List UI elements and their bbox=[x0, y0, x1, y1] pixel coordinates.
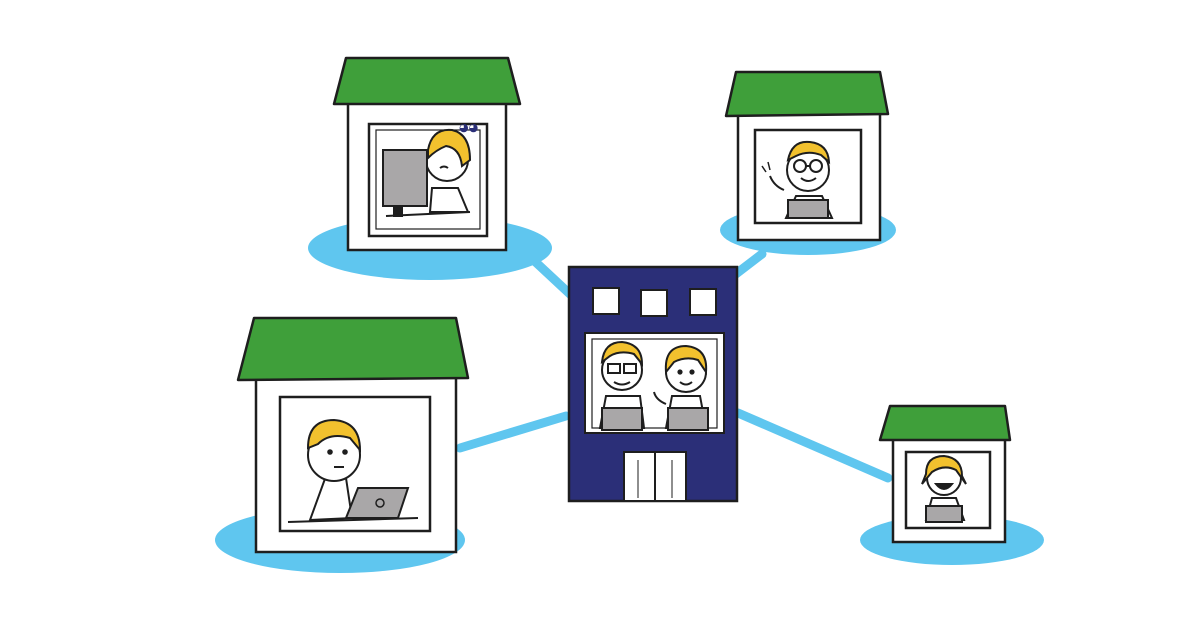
office-window-2 bbox=[640, 289, 668, 317]
laptop-icon bbox=[925, 505, 963, 523]
desktop-monitor-icon bbox=[382, 149, 471, 217]
laptop-icon bbox=[787, 199, 829, 219]
house-left bbox=[236, 316, 470, 554]
laptop-icon bbox=[601, 407, 643, 431]
waving-worker bbox=[653, 344, 709, 431]
house-right bbox=[878, 404, 1012, 544]
worker-with-glasses bbox=[598, 340, 646, 431]
house-roof bbox=[332, 56, 522, 106]
house-roof bbox=[724, 70, 890, 118]
laptop-icon bbox=[344, 487, 410, 519]
laptop-icon bbox=[667, 407, 709, 431]
window-inner bbox=[375, 129, 481, 230]
office-main-window-frame bbox=[591, 338, 718, 429]
office-door bbox=[623, 451, 687, 502]
house-roof bbox=[236, 316, 470, 382]
worker-with-laptop bbox=[287, 418, 419, 523]
waving-worker-with-glasses bbox=[761, 140, 834, 219]
connection-line-right bbox=[733, 408, 893, 483]
office-window-3 bbox=[689, 288, 717, 316]
connection-line-left bbox=[455, 411, 571, 453]
office-window-1 bbox=[592, 287, 620, 315]
smiling-worker-with-laptop bbox=[921, 454, 967, 523]
svg-text:◕◕: ◕◕ bbox=[459, 121, 478, 134]
house-roof bbox=[878, 404, 1012, 442]
office-building bbox=[567, 265, 739, 503]
house-top-right bbox=[724, 70, 890, 242]
house-top-left: ◕◕ bbox=[332, 56, 522, 252]
